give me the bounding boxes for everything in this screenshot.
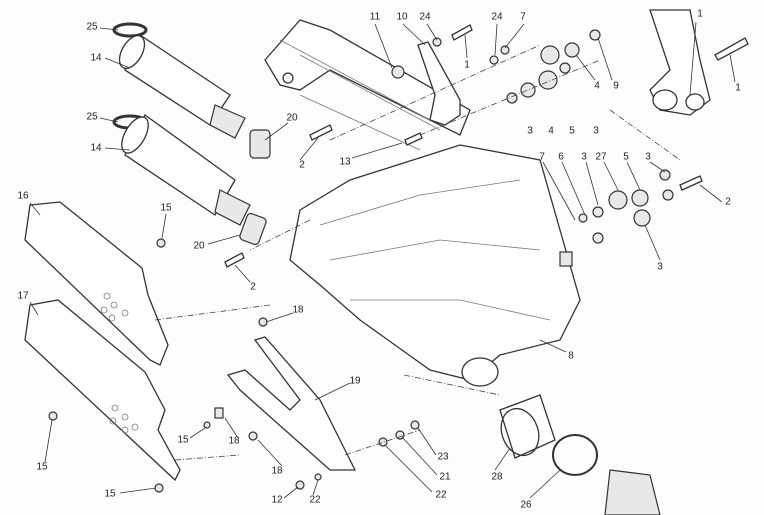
leader-lines [29, 21, 736, 499]
heat-shield-16 [24, 201, 169, 366]
silencer-lower [112, 114, 251, 226]
callout-15: 15 [177, 434, 189, 446]
callout-4: 4 [594, 80, 600, 92]
callout-18: 18 [292, 304, 304, 316]
callout-22: 22 [309, 494, 321, 506]
hardware-washers-nuts [48, 29, 674, 493]
heat-shield-17 [24, 299, 181, 482]
silencer-upper [112, 22, 246, 139]
callout-19: 19 [349, 375, 361, 387]
callout-1: 1 [735, 82, 741, 94]
callout-3: 3 [527, 125, 533, 137]
callout-3: 3 [593, 125, 599, 137]
callout-17: 17 [17, 290, 29, 302]
footpeg-bracket [649, 9, 749, 116]
bracket-19 [226, 336, 357, 471]
callout-1: 1 [697, 8, 703, 20]
callout-28: 28 [491, 471, 503, 483]
callout-5: 5 [569, 125, 575, 137]
callout-15: 15 [36, 461, 48, 473]
collector-box [289, 144, 581, 387]
callout-25: 25 [86, 21, 98, 33]
sleeve-28 [499, 394, 556, 459]
callout-8: 8 [568, 350, 574, 362]
callout-26: 26 [520, 499, 532, 511]
callout-9: 9 [613, 80, 619, 92]
callout-18: 18 [228, 435, 240, 447]
callout-14: 14 [90, 52, 102, 64]
exhaust-pipe-end [604, 469, 661, 515]
bolts [224, 24, 703, 268]
clamp [239, 212, 267, 246]
callout-22: 22 [435, 489, 447, 501]
callout-6: 6 [558, 151, 564, 163]
callout-23: 23 [437, 451, 449, 463]
callout-5: 5 [623, 151, 629, 163]
frame-section [264, 19, 471, 151]
callout-2: 2 [299, 159, 305, 171]
callout-14: 14 [90, 142, 102, 154]
callout-21: 21 [439, 471, 451, 483]
callout-24: 24 [491, 11, 503, 23]
hanger-bracket-10 [417, 41, 461, 126]
callout-3: 3 [657, 261, 663, 273]
callout-11: 11 [369, 11, 381, 23]
callout-4: 4 [548, 125, 554, 137]
callout-20: 20 [286, 112, 298, 124]
callout-2: 2 [725, 196, 731, 208]
callout-3: 3 [645, 151, 651, 163]
callout-13: 13 [339, 156, 351, 168]
callout-10: 10 [396, 11, 408, 23]
callout-27: 27 [595, 151, 607, 163]
clamp-26 [552, 434, 598, 476]
callout-25: 25 [86, 111, 98, 123]
clamp [249, 129, 271, 159]
callout-7: 7 [520, 11, 526, 23]
callout-3: 3 [581, 151, 587, 163]
callout-15: 15 [160, 202, 172, 214]
callout-18: 18 [271, 465, 283, 477]
callout-15: 15 [104, 488, 116, 500]
callout-20: 20 [193, 240, 205, 252]
callout-1: 1 [464, 59, 470, 71]
callout-7: 7 [539, 151, 545, 163]
callout-2: 2 [250, 281, 256, 293]
callout-12: 12 [271, 494, 283, 506]
callout-16: 16 [17, 190, 29, 202]
callout-24: 24 [419, 11, 431, 23]
